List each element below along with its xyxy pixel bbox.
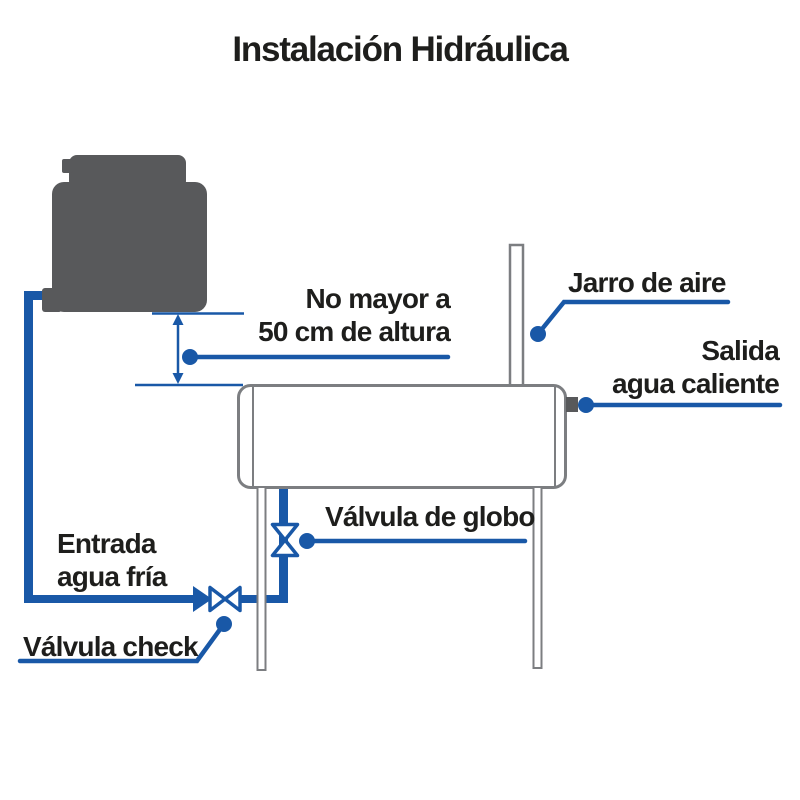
- leader-dot-check-valve: [216, 616, 232, 632]
- label-air-jar: Jarro de aire: [568, 267, 727, 298]
- hot-water-outlet-nub: [566, 397, 578, 412]
- check-valve-right-triangle: [223, 585, 242, 613]
- leader-dot-globe-valve: [299, 533, 315, 549]
- label-cold-water-in-line2: agua fría: [57, 561, 167, 592]
- check-valve-left-triangle: [208, 585, 227, 613]
- boiler-leg-left: [256, 486, 267, 671]
- leader-check-valve: [17, 625, 224, 664]
- leader-dot-height-limit: [182, 349, 198, 365]
- pipe-bottom-horizontal: [24, 595, 195, 603]
- air-jar-pipe: [508, 243, 525, 392]
- tinaco-body: [52, 182, 207, 312]
- leader-lines: [17, 299, 783, 664]
- pipe-left-vertical: [24, 291, 33, 603]
- label-check-valve: Válvula check: [23, 631, 199, 662]
- arrow-down-icon: [172, 373, 184, 384]
- flow-arrow-icon: [193, 586, 212, 612]
- tinaco-outlet-step: [42, 288, 62, 312]
- diagram-title: Instalación Hidráulica: [232, 30, 569, 69]
- boiler-leg-right: [532, 486, 543, 669]
- leader-dot-hot-water-out: [578, 397, 594, 413]
- label-height-limit-line2: 50 cm de altura: [258, 316, 451, 347]
- globe-valve-top-triangle: [270, 522, 300, 542]
- globe-valve-symbol: [270, 522, 300, 558]
- boiler-tank: [237, 384, 578, 489]
- label-cold-water-in: Entrada agua fría: [57, 527, 167, 593]
- label-globe-valve: Válvula de globo: [325, 501, 535, 532]
- label-height-limit: No mayor a 50 cm de altura: [258, 282, 451, 348]
- leader-air-jar: [535, 299, 731, 337]
- leader-dots: [182, 326, 594, 632]
- label-hot-water-out: Salida agua caliente: [611, 334, 780, 400]
- label-hot-water-out-line1: Salida: [701, 335, 779, 366]
- check-valve-symbol: [208, 585, 242, 613]
- tinaco-lid: [69, 155, 186, 189]
- boiler-body: [237, 384, 567, 489]
- label-hot-water-out-line2: agua caliente: [611, 368, 780, 399]
- tinaco-tank: [42, 155, 207, 312]
- label-height-limit-line1: No mayor a: [305, 283, 451, 314]
- tinaco-lid-tab: [62, 159, 73, 173]
- label-cold-water-in-line1: Entrada: [57, 528, 156, 559]
- arrow-up-icon: [172, 314, 184, 325]
- pipe-tank-outlet-stub: [24, 291, 48, 300]
- height-dimension: [135, 312, 244, 387]
- globe-valve-bottom-triangle: [270, 538, 300, 558]
- leader-dot-air-jar: [530, 326, 546, 342]
